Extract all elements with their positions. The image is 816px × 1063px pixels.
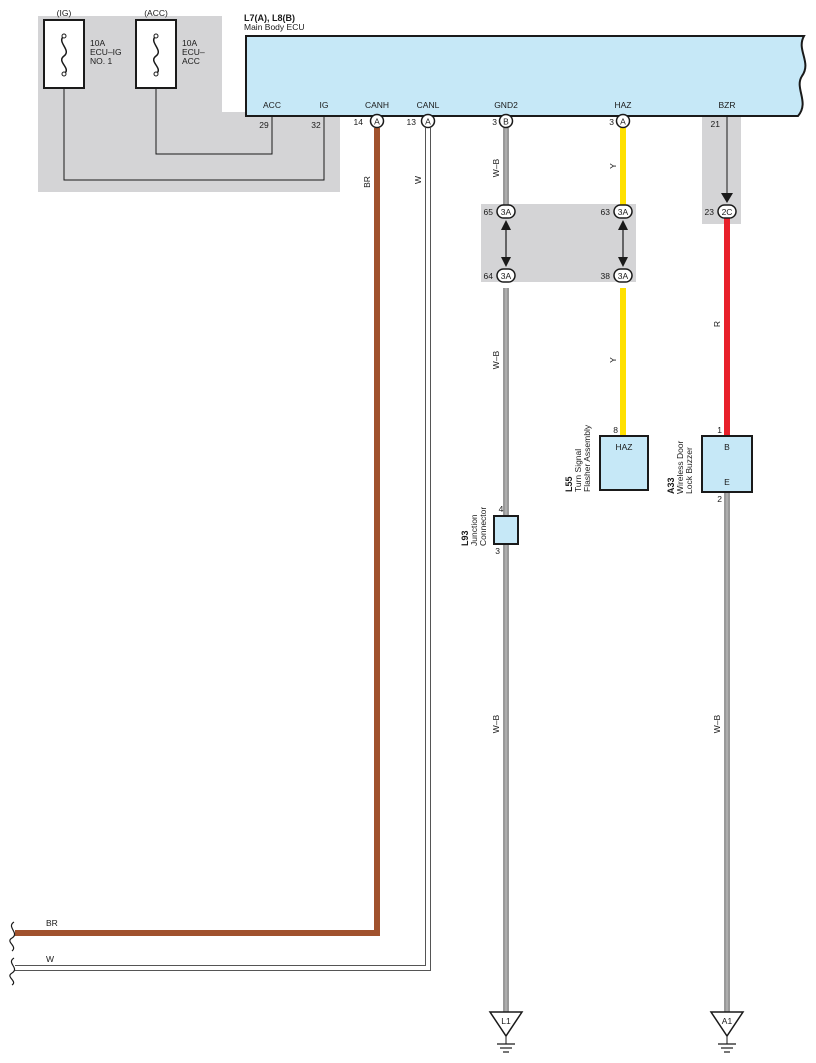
link-arrow-gnd xyxy=(501,220,511,267)
wire-label-bzr: R xyxy=(712,321,722,327)
pin-num-bzr: 21 xyxy=(711,119,721,129)
l93-pin-top: 4 xyxy=(499,504,504,514)
wire-label-gnd2-mid: W–B xyxy=(491,350,501,369)
wire-canl xyxy=(15,128,431,971)
fuse-ig xyxy=(43,19,85,89)
junction-bzr: 2C xyxy=(717,204,737,219)
l55-pin-label: HAZ xyxy=(616,442,633,452)
l55-id: L55 xyxy=(564,476,574,492)
fuse-ig-name: ECU–IG xyxy=(90,47,122,57)
svg-text:2C: 2C xyxy=(722,207,733,217)
wire-label-haz-lower: Y xyxy=(608,357,618,363)
connector-tag-gnd2: B xyxy=(498,113,514,129)
ecu-subtitle: Main Body ECU xyxy=(244,22,304,32)
ecu-title: L7(A), L8(B) xyxy=(244,13,295,23)
fuse-panel xyxy=(38,16,340,192)
wire-label-gnd2-upper: W–B xyxy=(491,158,501,177)
junction-gnd-bot: 3A xyxy=(496,268,516,283)
l55-name-2: Flasher Assembly xyxy=(582,424,592,492)
svg-text:A: A xyxy=(620,117,626,127)
fuse-acc-rating: 10A xyxy=(182,38,197,48)
junction-haz-bot: 3A xyxy=(613,268,633,283)
svg-text:3A: 3A xyxy=(501,271,512,281)
fuse-acc-name-2: ACC xyxy=(182,56,200,66)
l55-name: Turn Signal xyxy=(573,449,583,492)
main-body-ecu xyxy=(245,35,807,117)
wire-label-gnd2-lower: W–B xyxy=(491,714,501,733)
fuse-acc xyxy=(135,19,177,89)
a33-pin-b: B xyxy=(724,442,730,452)
ground-label-a1: A1 xyxy=(722,1016,733,1026)
ground-icon-a1 xyxy=(709,1011,745,1053)
svg-text:A: A xyxy=(374,117,380,127)
wire-label-buzzer-ground: W–B xyxy=(712,714,722,733)
wire-label-canh: BR xyxy=(362,176,372,188)
fuse-ig-name-2: NO. 1 xyxy=(90,56,112,66)
pin-name-gnd2: GND2 xyxy=(494,100,518,110)
fuse-acc-header: (ACC) xyxy=(144,8,168,18)
junction-gnd-top: 3A xyxy=(496,204,516,219)
wire-acc-feed xyxy=(155,88,273,155)
pin-num-acc: 29 xyxy=(259,120,269,130)
exit-label-w: W xyxy=(46,954,54,964)
pin-num-canh: 14 xyxy=(354,117,364,127)
connector-tag-haz: A xyxy=(615,113,631,129)
l93-name: Junction xyxy=(469,514,479,546)
pin-name-acc: ACC xyxy=(263,100,281,110)
a33-name: Wireless Door xyxy=(675,440,685,494)
pin-name-bzr: BZR xyxy=(719,100,736,110)
l93-pin-bottom: 3 xyxy=(495,546,500,556)
ground-icon-l1 xyxy=(488,1011,524,1053)
ground-label-l1: L1 xyxy=(501,1016,511,1026)
svg-text:3A: 3A xyxy=(618,271,629,281)
a33-name-2: Lock Buzzer xyxy=(684,447,694,494)
wireless-door-lock-buzzer xyxy=(701,435,753,493)
pin-num-haz: 3 xyxy=(609,117,614,127)
pin-num-ig: 32 xyxy=(311,120,321,130)
pin-name-canh: CANH xyxy=(365,100,389,110)
junction-haz-top-num: 63 xyxy=(601,207,611,217)
wire-label-haz-upper: Y xyxy=(608,163,618,169)
break-mark-w xyxy=(9,957,16,986)
junction-haz-top: 3A xyxy=(613,204,633,219)
connector-tag-canl: A xyxy=(420,113,436,129)
svg-text:3A: 3A xyxy=(618,207,629,217)
pin-num-gnd2: 3 xyxy=(492,117,497,127)
svg-text:A: A xyxy=(425,117,431,127)
l55-pin-num: 8 xyxy=(613,425,618,435)
a33-pin-e-num: 2 xyxy=(717,494,722,504)
fuse-ig-rating: 10A xyxy=(90,38,105,48)
exit-label-br: BR xyxy=(46,918,58,928)
wire-canh xyxy=(15,128,380,936)
pin-num-canl: 13 xyxy=(407,117,417,127)
junction-connector-l93 xyxy=(493,515,519,545)
pin-name-canl: CANL xyxy=(417,100,440,110)
connector-tag-canh: A xyxy=(369,113,385,129)
wire-ig-feed xyxy=(63,88,325,181)
arrow-down-icon xyxy=(721,193,733,203)
l93-id: L93 xyxy=(460,530,470,546)
junction-gnd-top-num: 65 xyxy=(484,207,494,217)
pin-name-ig: IG xyxy=(320,100,329,110)
wire-label-canl: W xyxy=(413,176,423,184)
a33-id: A33 xyxy=(666,477,676,494)
svg-text:3A: 3A xyxy=(501,207,512,217)
break-mark-br xyxy=(9,921,16,952)
l93-name-2: Connector xyxy=(478,507,488,546)
a33-pin-b-num: 1 xyxy=(717,425,722,435)
link-arrow-haz xyxy=(618,220,628,267)
pin-name-haz: HAZ xyxy=(615,100,632,110)
junction-haz-bot-num: 38 xyxy=(601,271,611,281)
svg-text:B: B xyxy=(503,117,509,127)
fuse-ig-header: (IG) xyxy=(57,8,72,18)
junction-bzr-num: 23 xyxy=(705,207,715,217)
junction-gnd-bot-num: 64 xyxy=(484,271,494,281)
turn-signal-flasher xyxy=(599,435,649,491)
fuse-acc-name: ECU– xyxy=(182,47,205,57)
a33-pin-e: E xyxy=(724,477,730,487)
